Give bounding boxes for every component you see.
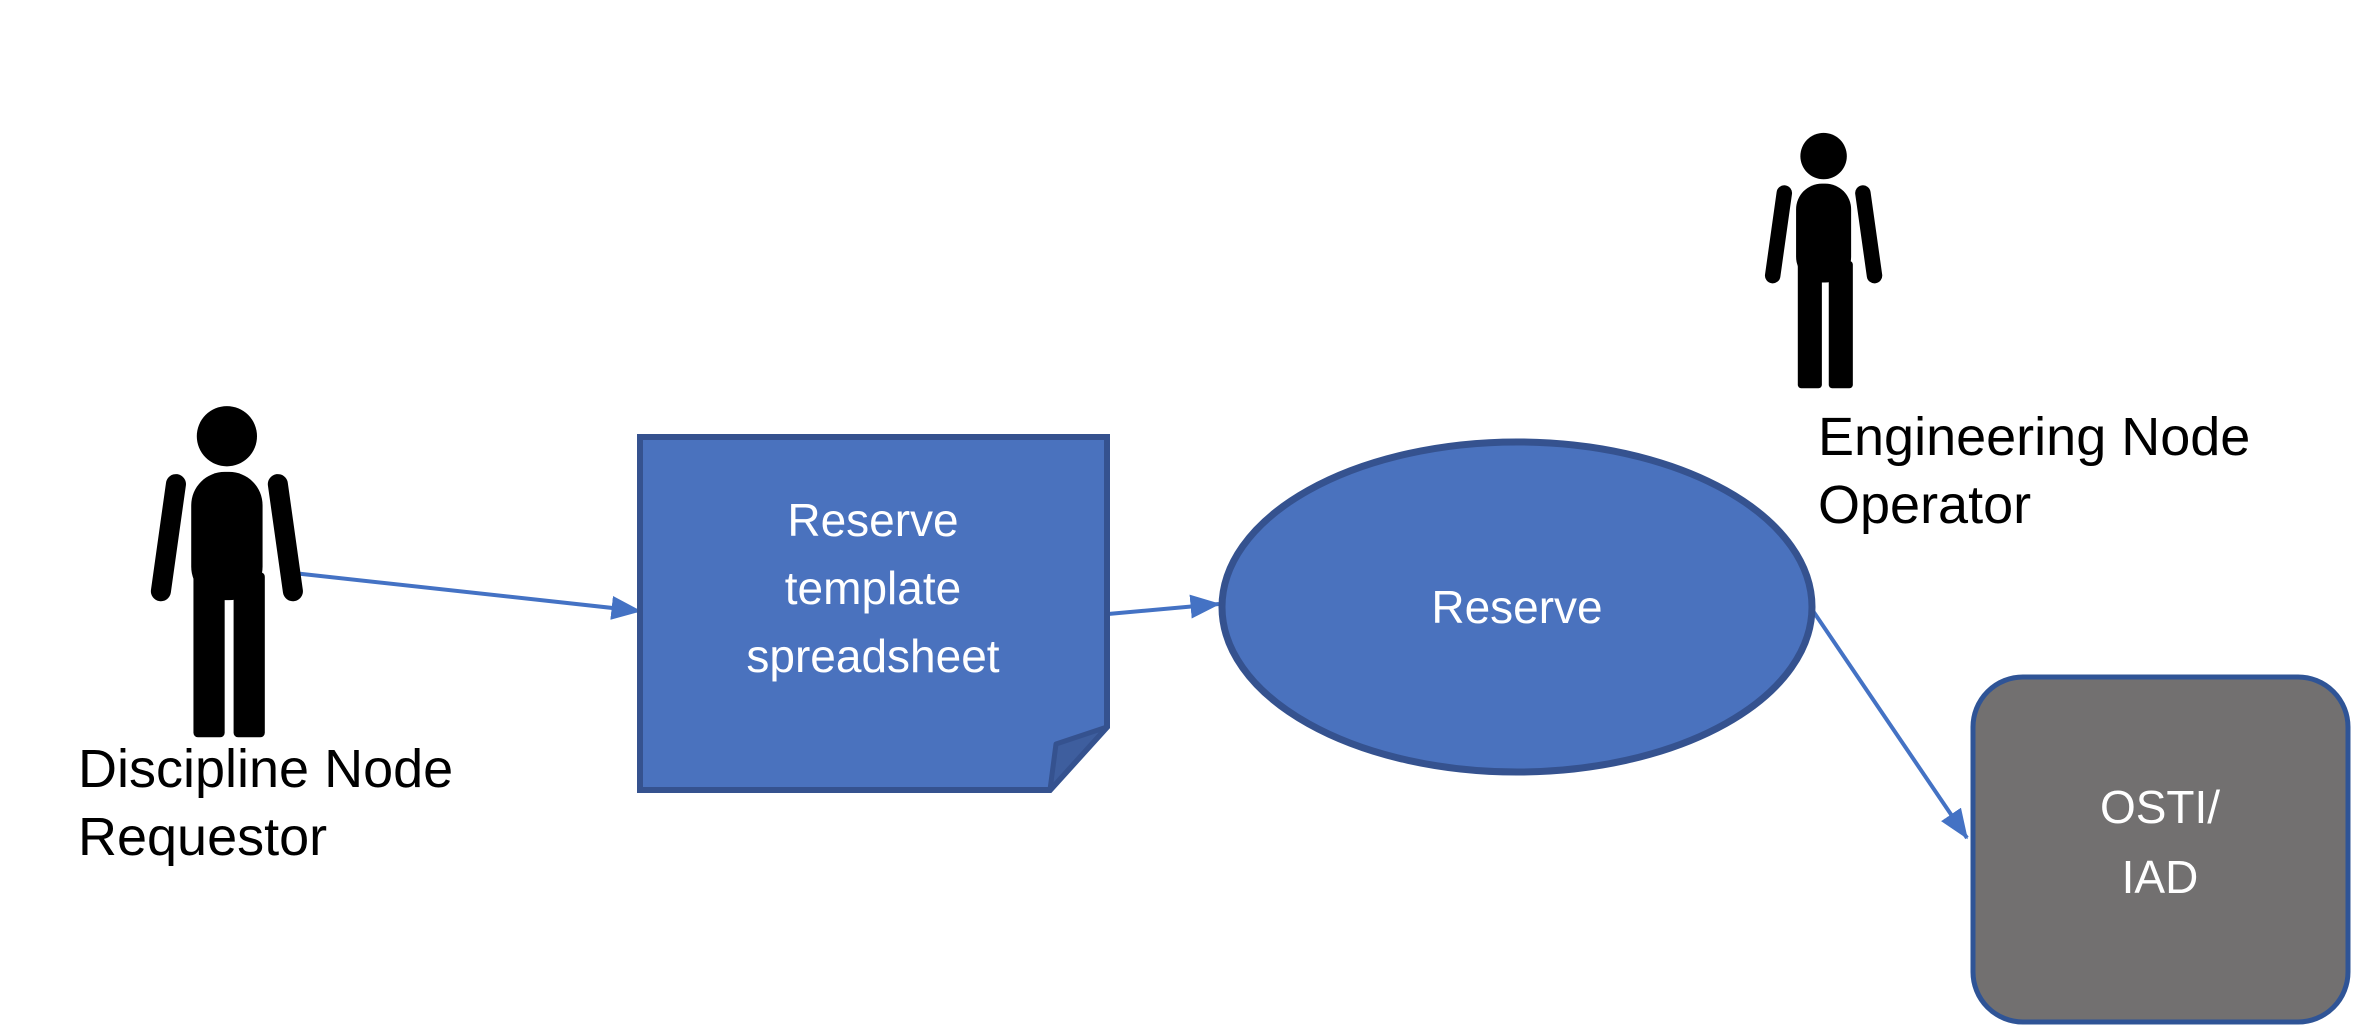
- requestor-label-line2: Requestor: [78, 807, 327, 867]
- process-ellipse: Reserve: [1218, 438, 1816, 776]
- operator-label-line1: Engineering Node: [1818, 407, 2250, 467]
- process-label: Reserve: [1431, 581, 1602, 633]
- document-label-line2: template: [785, 562, 961, 614]
- operator-actor: Engineering Node Operator: [1763, 132, 2250, 535]
- target-label-line2: IAD: [2122, 851, 2199, 903]
- document-label-line1: Reserve: [787, 494, 958, 546]
- document-shape: Reserve template spreadsheet: [637, 434, 1110, 793]
- requestor-label-line1: Discipline Node: [78, 739, 453, 799]
- requestor-actor: Discipline Node Requestor: [78, 406, 453, 867]
- document-label-line3: spreadsheet: [746, 630, 999, 682]
- arrow-template-to-reserve: [1107, 594, 1221, 619]
- operator-label-line2: Operator: [1818, 475, 2031, 535]
- arrow-reserve-to-osti: [1809, 606, 1969, 840]
- folded-corner: [1047, 724, 1110, 793]
- osti-iad-body: [1970, 674, 2351, 1025]
- person-icon: [149, 406, 305, 738]
- process-ellipse-body: [1218, 438, 1816, 776]
- osti-iad-box: OSTI/ IAD: [1970, 674, 2351, 1025]
- target-label-line1: OSTI/: [2100, 781, 2220, 833]
- arrow-requestor-to-template: [283, 570, 642, 620]
- person-icon: [1763, 132, 1884, 389]
